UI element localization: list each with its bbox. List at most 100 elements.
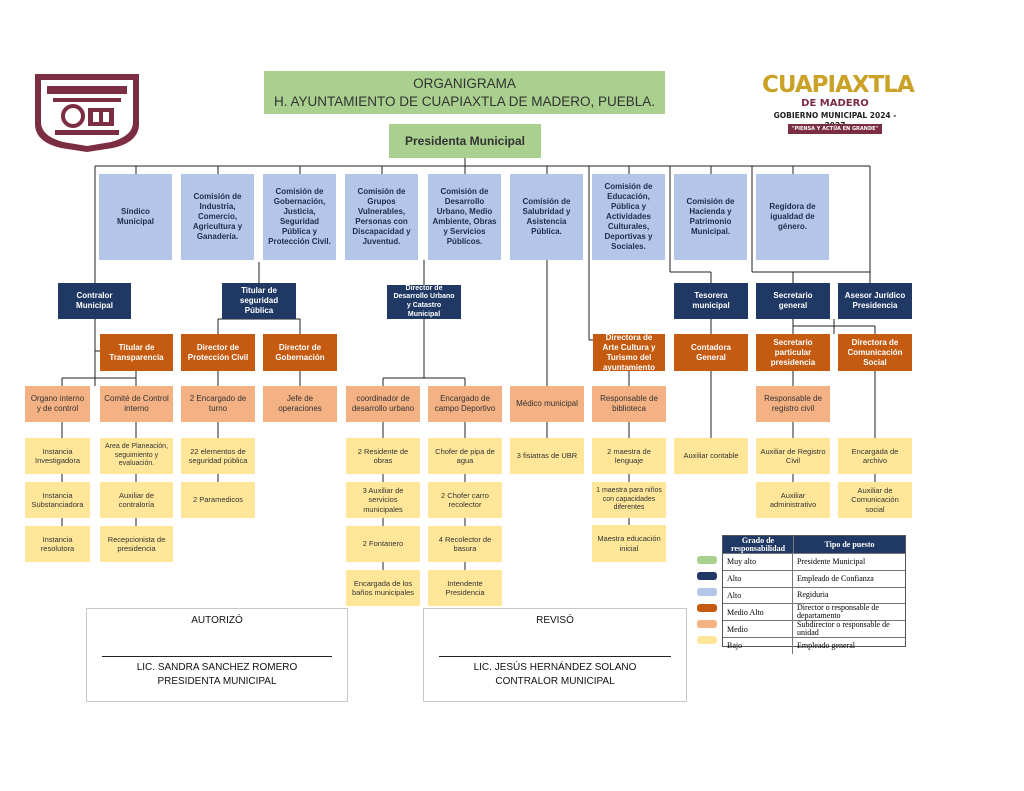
node-instancia-investigadora: Instancia Investigadora: [25, 438, 90, 474]
node-recolector-basura: 4 Recolector de basura: [428, 526, 502, 562]
autorizo-signer: LIC. SANDRA SANCHEZ ROMERO PRESIDENTA MU…: [87, 661, 347, 689]
legend-table: Grado de responsabilidad Tipo de puesto …: [722, 535, 906, 654]
node-instancia-substanciadora: Instancia Substanciadora: [25, 482, 90, 518]
node-jefe-operaciones: Jefe de operaciones: [263, 386, 337, 422]
legend-grado: Muy alto: [723, 554, 793, 570]
chart-title-line1: ORGANIGRAMA: [413, 76, 516, 91]
node-director-desarrollo-urbano: Director de Desarrollo Urbano y Catastro…: [387, 285, 461, 319]
signature-line: [102, 656, 332, 657]
reviso-label: REVISÓ: [536, 615, 574, 626]
node-comision-educacion: Comisión de Educación, Pública y Activid…: [592, 174, 665, 260]
chart-title: ORGANIGRAMA H. AYUNTAMIENTO DE CUAPIAXTL…: [264, 71, 665, 114]
node-chofer-pipa: Chofer de pipa de agua: [428, 438, 502, 474]
node-residente-obras: 2 Residente de obras: [346, 438, 420, 474]
legend-tipo: Regiduria: [797, 590, 829, 600]
node-auxiliar-contable: Auxiliar contable: [674, 438, 748, 474]
node-comision-hacienda: Comisión de Hacienda y Patrimonio Munici…: [674, 174, 747, 260]
node-elementos-seguridad: 22 elementos de seguridad pública: [181, 438, 255, 474]
node-medico-municipal: Médico municipal: [510, 386, 584, 422]
legend-row: Alto Regiduria: [723, 586, 905, 604]
legend-row: Medio Subdirector o responsable de unida…: [723, 620, 905, 637]
node-recepcionista-presidencia: Recepcionista de presidencia: [100, 526, 173, 562]
node-comision-salubridad: Comisión de Salubridad y Asistencia Públ…: [510, 174, 583, 260]
node-director-gobernacion: Director de Gobernación: [263, 334, 337, 371]
legend-header-grado: Grado de responsabilidad: [723, 536, 794, 553]
reviso-name: LIC. JESÚS HERNÁNDEZ SOLANO: [473, 662, 637, 673]
signature-reviso: REVISÓ LIC. JESÚS HERNÁNDEZ SOLANO CONTR…: [423, 608, 687, 702]
legend-tipo: Subdirector o responsable de unidad: [797, 620, 890, 638]
legend-swatch-subdirector: [697, 620, 717, 628]
node-director-proteccion-civil: Director de Protección Civil: [181, 334, 255, 371]
node-maestra-educacion-inicial: Maestra educación inicial: [592, 525, 666, 562]
legend-tipo: Presidente Municipal: [797, 556, 866, 566]
node-comision-desarrollo-urbano: Comisión de Desarrollo Urbano, Medio Amb…: [428, 174, 501, 260]
government-logo: CUAPIAXTLA DE MADERO GOBIERNO MUNICIPAL …: [762, 72, 915, 138]
autorizo-name: LIC. SANDRA SANCHEZ ROMERO: [136, 662, 298, 673]
legend-row: Muy alto Presidente Municipal: [723, 553, 905, 570]
legend-row: Alto Empleado de Confianza: [723, 569, 905, 587]
node-organo-interno-control: Organo interno y de control: [25, 386, 90, 422]
node-secretario-general: Secretario general: [756, 283, 830, 319]
legend-swatch-empleado: [697, 636, 717, 644]
node-coordinador-desarrollo-urbano: coordinador de desarrollo urbano: [346, 386, 420, 422]
node-contralor-municipal: Contralor Municipal: [58, 283, 131, 319]
chart-title-line2: H. AYUNTAMIENTO DE CUAPIAXTLA DE MADERO,…: [273, 94, 656, 109]
node-auxiliar-contraloria: Auxiliar de contraloría: [100, 482, 173, 518]
legend-grado: Alto: [723, 570, 793, 587]
node-instancia-resolutora: Instancia resolutora: [25, 526, 90, 562]
node-maestra-ninos: 1 maestra para niños con capacidades dif…: [592, 482, 666, 518]
signature-autorizo: AUTORIZÓ LIC. SANDRA SANCHEZ ROMERO PRES…: [86, 608, 348, 702]
node-intendente: Intendente Presidencia: [428, 570, 502, 606]
legend-tipo: Director o responsable de departamento: [797, 603, 879, 621]
legend-row: Bajo Empleado general: [723, 636, 905, 654]
legend-swatch-confianza: [697, 572, 717, 580]
legend-row: Medio Alto Director o responsable de dep…: [723, 603, 905, 621]
node-tesorera-municipal: Tesorera municipal: [674, 283, 748, 319]
node-responsable-biblioteca: Responsable de biblioteca: [592, 386, 666, 422]
node-encargada-banos: Encargada de los baños municipales: [346, 570, 420, 606]
node-auxiliar-administrativo: Auxiliar administrativo: [756, 482, 830, 518]
node-directora-comunicacion-social: Directora de Comunicación Social: [838, 334, 912, 371]
legend-grado: Medio: [723, 621, 793, 637]
node-asesor-juridico: Asesor Jurídico Presidencia: [838, 283, 912, 319]
node-fontanero: 2 Fontanero: [346, 526, 420, 562]
node-sindico: Síndico Municipal: [99, 174, 172, 260]
node-auxiliar-servicios: 3 Auxiliar de servicios municipales: [346, 482, 420, 518]
legend-header-tipo: Tipo de puesto: [824, 539, 875, 549]
node-regidora-genero: Regidora de igualdad de género.: [756, 174, 829, 260]
legend-swatch-director: [697, 604, 717, 612]
node-encargado-campo-deportivo: Encargado de campo Deportivo: [428, 386, 502, 422]
reviso-signer: LIC. JESÚS HERNÁNDEZ SOLANO CONTRALOR MU…: [424, 661, 686, 689]
logo-name-line1: CUAPIAXTLA: [762, 72, 915, 98]
autorizo-label: AUTORIZÓ: [191, 615, 243, 626]
node-encargado-turno: 2 Encargado de turno: [181, 386, 255, 422]
node-paramedicos: 2 Paramedicos: [181, 482, 255, 518]
logo-name-line2: DE MADERO: [801, 98, 869, 109]
autorizo-title: PRESIDENTA MUNICIPAL: [157, 676, 277, 687]
signature-line: [439, 656, 671, 657]
node-comision-industria: Comisión de Industria, Comercio, Agricul…: [181, 174, 254, 260]
reviso-title: CONTRALOR MUNICIPAL: [495, 676, 615, 687]
node-secretario-particular: Secretario particular presidencia: [756, 334, 830, 371]
node-titular-transparencia: Titular de Transparencia: [100, 334, 173, 371]
legend-tipo: Empleado general: [797, 640, 855, 650]
legend-swatch-regiduria: [697, 588, 717, 596]
node-contadora-general: Contadora General: [674, 334, 748, 371]
node-fisiatras: 3 fisiatras de UBR: [510, 438, 584, 474]
node-comision-gobernacion: Comisión de Gobernación, Justicia, Segur…: [263, 174, 336, 260]
node-comite-control-interno: Comité de Control interno: [100, 386, 173, 422]
node-comision-grupos-vulnerables: Comisión de Grupos Vulnerables, Personas…: [345, 174, 418, 260]
legend-grado: Medio Alto: [723, 604, 793, 621]
node-presidenta-municipal: Presidenta Municipal: [389, 124, 541, 158]
node-chofer-carro: 2 Chofer carro recolector: [428, 482, 502, 518]
node-area-planeacion: Area de Planeación, seguimiento y evalua…: [100, 438, 173, 474]
legend-grado: Bajo: [723, 637, 793, 654]
node-auxiliar-registro-civil: Auxiliar de Registro Civil: [756, 438, 830, 474]
legend-header: Grado de responsabilidad Tipo de puesto: [723, 536, 905, 553]
logo-motto: "PIENSA Y ACTÚA EN GRANDE": [788, 124, 882, 134]
legend-tipo: Empleado de Confianza: [797, 573, 874, 583]
node-auxiliar-comunicacion: Auxiliar de Comunicación social: [838, 482, 912, 518]
node-titular-seguridad-publica: Titular de seguridad Pública: [222, 283, 296, 319]
node-responsable-registro-civil: Responsable de registro civil: [756, 386, 830, 422]
